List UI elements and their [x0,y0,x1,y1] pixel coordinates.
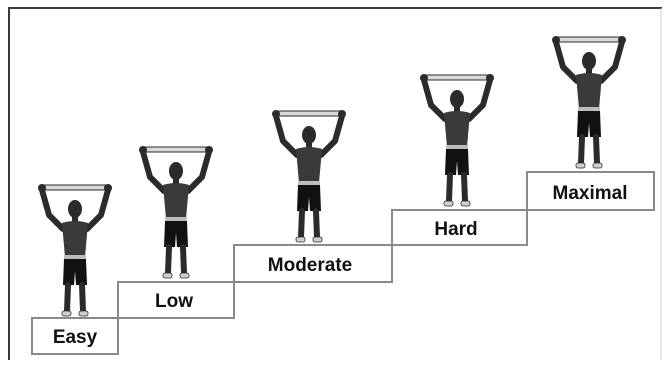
step-label-hard: Hard [434,219,477,240]
step-label-moderate: Moderate [268,255,352,276]
step-label-low: Low [155,291,193,312]
step-label-maximal: Maximal [553,183,628,204]
person-with-band-overhead-icon [272,110,346,242]
step-label-easy: Easy [53,327,98,348]
person-with-band-overhead-icon [38,184,112,316]
staircase [31,171,655,355]
step-5-box [526,171,655,211]
person-with-band-overhead-icon [420,74,494,206]
person-with-band-overhead-icon [139,146,213,278]
person-with-band-overhead-icon [552,36,626,168]
